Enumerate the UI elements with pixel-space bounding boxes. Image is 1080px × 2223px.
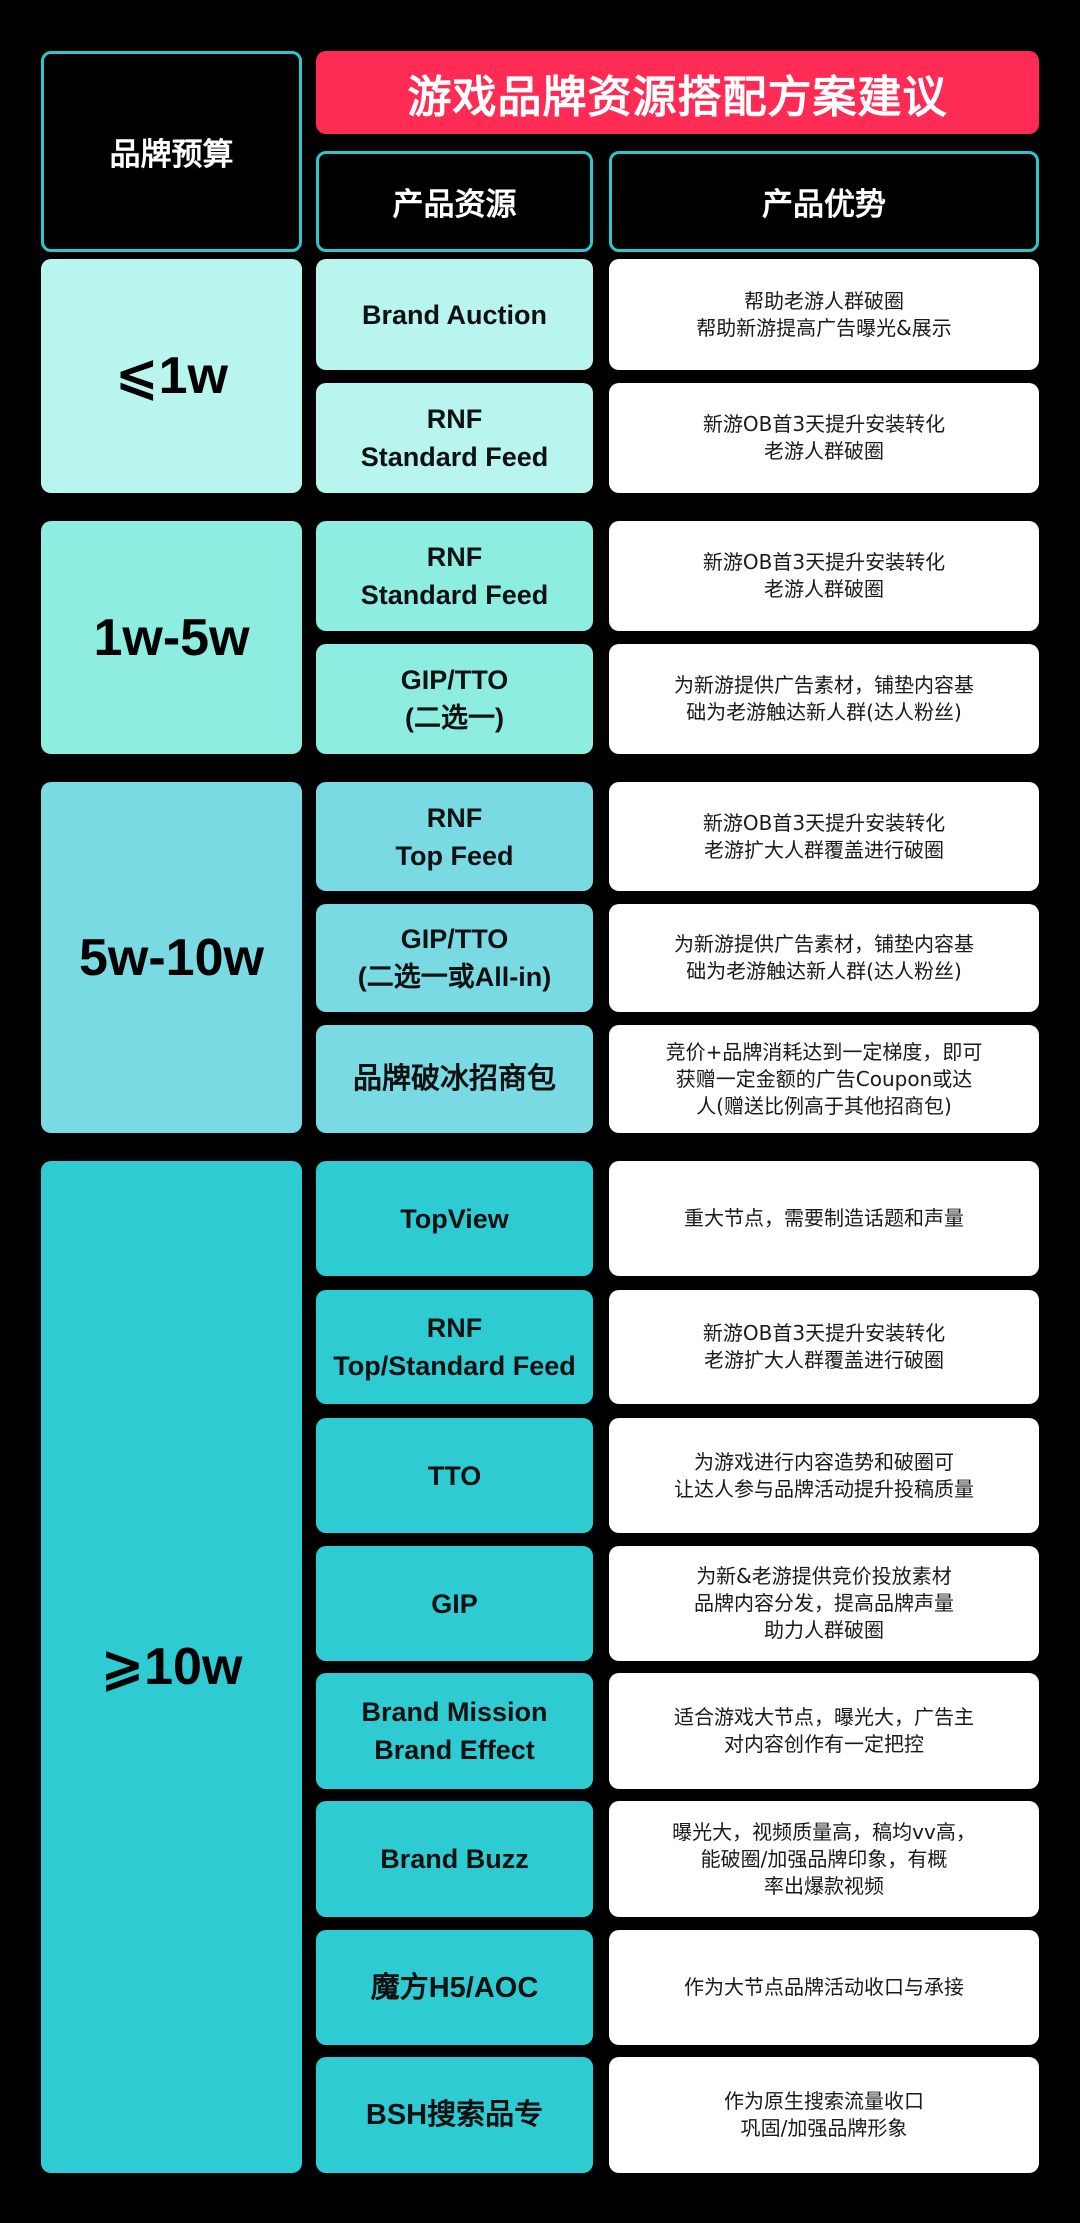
advantage-line: 老游扩大人群覆盖进行破圈 [704,837,944,862]
product-name: RNF [426,802,483,833]
budget-header: 品牌预算 [41,51,302,252]
advantage-line: 品牌内容分发，提高品牌声量 [694,1591,954,1615]
advantage-header: 产品优势 [609,151,1039,252]
product-cell: RNF Top Feed [316,782,593,891]
advantage-line: 助力人群破圈 [764,1618,884,1642]
advantage-line: 适合游戏大节点，曝光大，广告主 [674,1705,974,1729]
advantage-line: 老游人群破圈 [764,577,884,601]
advantage-cell: 新游OB首3天提升安装转化 老游扩大人群覆盖进行破圈 [609,782,1039,891]
product-name: Standard Feed [360,442,549,472]
product-name: 品牌破冰招商包 [352,1063,556,1095]
advantage-line: 帮助老游人群破圈 [744,288,904,313]
product-name: Top/Standard Feed [333,1351,576,1381]
product-name: (二选一) [405,703,504,733]
advantage-cell: 曝光大，视频质量高，稿均vv高， 能破圈/加强品牌印象，有概 率出爆款视频 [609,1801,1039,1917]
advantage-line: 老游扩大人群覆盖进行破圈 [704,1348,944,1372]
product-name: Brand Effect [374,1735,535,1765]
advantage-cell: 新游OB首3天提升安装转化 老游人群破圈 [609,521,1039,631]
product-name: RNF [426,1313,483,1343]
product-cell: RNF Top/Standard Feed [316,1290,593,1404]
advantage-line: 帮助新游提高广告曝光&展示 [696,315,952,340]
advantage-line: 础为老游触达新人群(达人粉丝) [686,959,962,983]
advantage-cell: 重大节点，需要制造话题和声量 [609,1161,1039,1276]
advantage-cell: 帮助老游人群破圈 帮助新游提高广告曝光&展示 [609,259,1039,370]
advantage-cell: 竞价+品牌消耗达到一定梯度，即可 获赠一定金额的广告Coupon或达 人(赠送比… [609,1025,1039,1133]
product-cell: RNF Standard Feed [316,383,593,493]
advantage-line: 重大节点，需要制造话题和声量 [684,1206,964,1230]
product-cell: 品牌破冰招商包 [316,1025,593,1133]
advantage-line: 让达人参与品牌活动提升投稿质量 [674,1476,974,1501]
advantage-cell: 为新&老游提供竞价投放素材 品牌内容分发，提高品牌声量 助力人群破圈 [609,1546,1039,1661]
product-cell: GIP/TTO (二选一) [316,644,593,754]
product-name: RNF [426,542,483,572]
advantage-line: 获赠一定金额的广告Coupon或达 [675,1066,973,1091]
advantage-line: 新游OB首3天提升安装转化 [702,1321,946,1345]
resource-header-label: 产品资源 [392,187,517,223]
product-cell: BSH搜索品专 [316,2057,593,2173]
product-cell: Brand Buzz [316,1801,593,1917]
advantage-cell: 为新游提供广告素材，铺垫内容基 础为老游触达新人群(达人粉丝) [609,904,1039,1012]
advantage-line: 人(赠送比例高于其他招商包) [696,1093,952,1118]
advantage-line: 新游OB首3天提升安装转化 [702,550,946,574]
product-name: GIP [431,1588,478,1619]
page-title: 游戏品牌资源搭配方案建议 [316,51,1039,134]
advantage-cell: 作为原生搜索流量收口 巩固/加强品牌形象 [609,2057,1039,2173]
advantage-cell: 作为大节点品牌活动收口与承接 [609,1930,1039,2045]
product-name: (二选一或All-in) [357,962,552,992]
budget-tier-2: 1w-5w [41,521,302,754]
product-name: Brand Mission [361,1697,548,1727]
advantage-cell: 适合游戏大节点，曝光大，广告主 对内容创作有一定把控 [609,1673,1039,1789]
product-name: TopView [400,1203,509,1234]
advantage-cell: 为游戏进行内容造势和破圈可 让达人参与品牌活动提升投稿质量 [609,1418,1039,1533]
product-name: Brand Auction [362,299,547,330]
advantage-line: 新游OB首3天提升安装转化 [702,810,946,835]
product-cell: 魔方H5/AOC [316,1930,593,2045]
product-name: 魔方H5/AOC [370,1971,539,2004]
advantage-line: 老游人群破圈 [764,439,884,463]
product-name: GIP/TTO [400,665,509,695]
advantage-line: 为新游提供广告素材，铺垫内容基 [674,673,974,697]
advantage-line: 为新游提供广告素材，铺垫内容基 [674,932,974,956]
budget-tier-3: 5w-10w [41,782,302,1133]
advantage-line: 能破圈/加强品牌印象，有概 [700,1846,948,1871]
product-name: TTO [427,1460,482,1491]
advantage-line: 础为老游触达新人群(达人粉丝) [686,700,962,724]
advantage-line: 竞价+品牌消耗达到一定梯度，即可 [665,1039,983,1064]
advantage-line: 作为原生搜索流量收口 [724,2089,924,2113]
resource-header: 产品资源 [316,151,593,252]
product-cell: GIP [316,1546,593,1661]
product-name: GIP/TTO [400,924,509,954]
product-name: RNF [426,404,483,434]
advantage-line: 曝光大，视频质量高，稿均vv高， [672,1819,976,1844]
budget-tier-label: ⩽1w [115,347,228,405]
budget-tier-label: 1w-5w [93,608,250,667]
product-cell: Brand Auction [316,259,593,370]
advantage-line: 对内容创作有一定把控 [724,1732,924,1756]
budget-tier-4: ⩾10w [41,1161,302,2173]
product-cell: GIP/TTO (二选一或All-in) [316,904,593,1012]
budget-tier-label: 5w-10w [79,928,264,987]
product-cell: Brand Mission Brand Effect [316,1673,593,1789]
budget-tier-1: ⩽1w [41,259,302,493]
product-name: Top Feed [395,840,514,871]
page-title-text: 游戏品牌资源搭配方案建议 [407,71,948,123]
product-name: Standard Feed [360,580,549,610]
advantage-line: 为游戏进行内容造势和破圈可 [694,1449,954,1474]
advantage-cell: 新游OB首3天提升安装转化 老游扩大人群覆盖进行破圈 [609,1290,1039,1404]
advantage-line: 率出爆款视频 [764,1873,884,1898]
budget-tier-label: ⩾10w [100,1638,243,1696]
advantage-line: 新游OB首3天提升安装转化 [702,412,946,436]
budget-header-label: 品牌预算 [109,137,234,173]
advantage-cell: 新游OB首3天提升安装转化 老游人群破圈 [609,383,1039,493]
product-cell: TTO [316,1418,593,1533]
advantage-line: 为新&老游提供竞价投放素材 [696,1564,952,1588]
product-name: BSH搜索品专 [365,2099,544,2131]
advantage-cell: 为新游提供广告素材，铺垫内容基 础为老游触达新人群(达人粉丝) [609,644,1039,754]
advantage-line: 巩固/加强品牌形象 [740,2116,908,2140]
advantage-line: 作为大节点品牌活动收口与承接 [684,1975,964,1999]
product-cell: RNF Standard Feed [316,521,593,631]
advantage-header-label: 产品优势 [762,187,886,223]
product-cell: TopView [316,1161,593,1276]
product-name: Brand Buzz [380,1844,529,1874]
